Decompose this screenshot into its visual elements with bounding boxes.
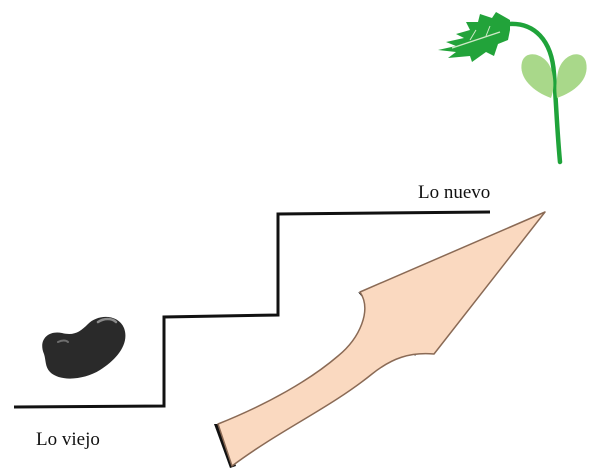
up-arrow-icon — [214, 212, 545, 468]
bean-seed-icon — [42, 317, 125, 379]
new-label: Lo nuevo — [418, 183, 490, 202]
sprout-icon — [438, 12, 587, 162]
old-label: Lo viejo — [36, 430, 100, 449]
